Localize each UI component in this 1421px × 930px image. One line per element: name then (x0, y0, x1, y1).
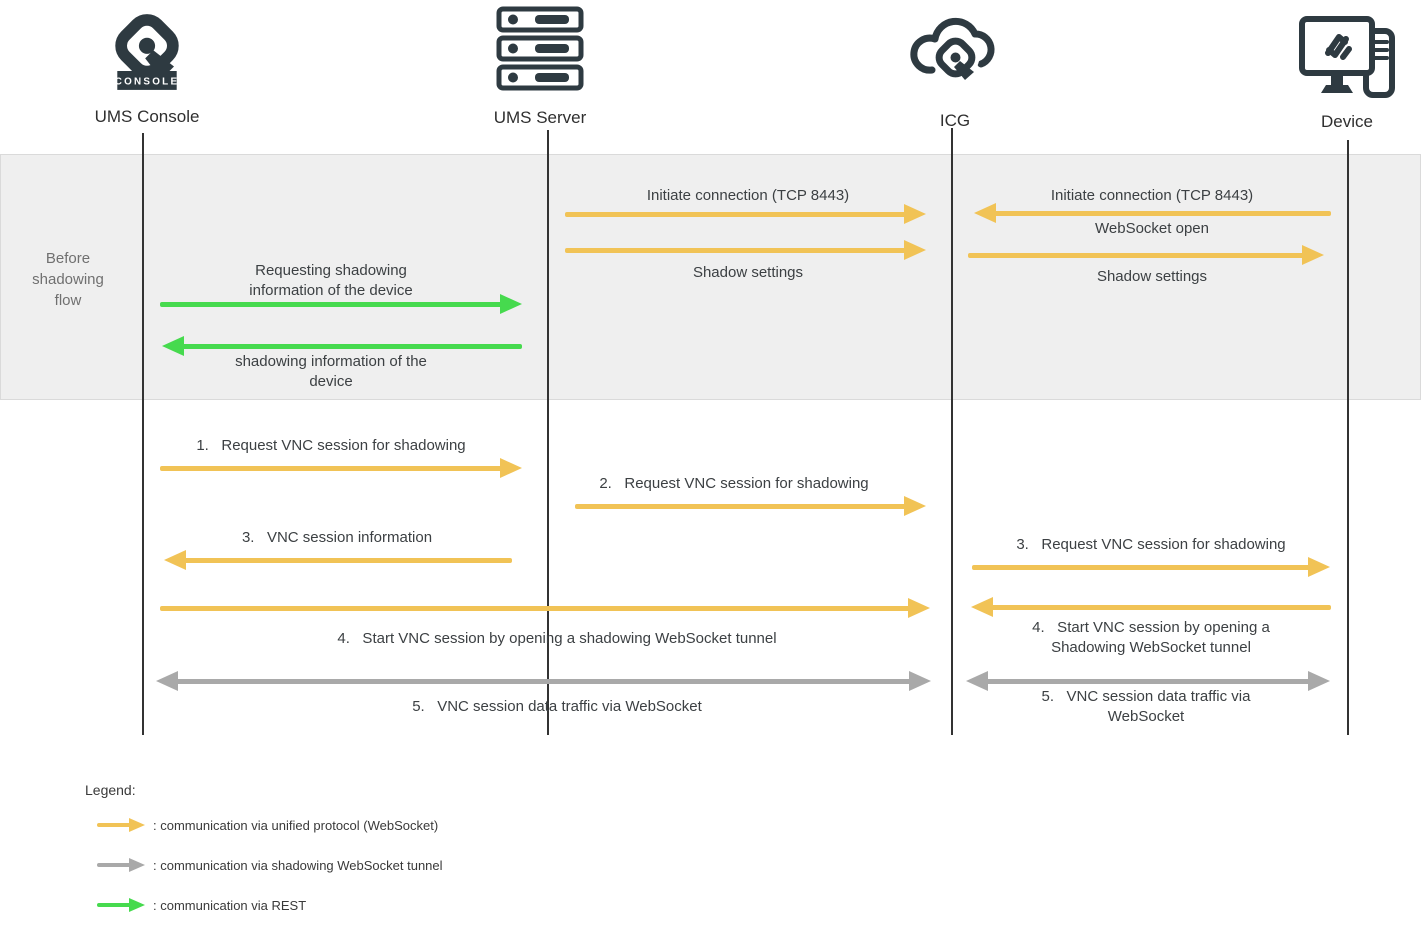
message-label-step-2: 2. Request VNC session for shadowing (599, 475, 869, 492)
message-line (575, 503, 907, 509)
legend-item-label: : communication via REST (153, 897, 307, 913)
actor-ums-server: UMS Server (470, 5, 610, 128)
igel-console-logo-icon: CONSOLE (102, 6, 192, 105)
actor-device: Device (1277, 13, 1417, 132)
arrowhead-right-icon (1308, 671, 1330, 691)
phase-band-label: Before shadowing flow (32, 250, 104, 309)
message-label-step-3-info: 3. VNC session information (241, 529, 433, 546)
message-label-step-5-right: 5. VNC session data traffic via WebSocke… (1041, 688, 1251, 725)
message-label-step-1: 1. Request VNC session for shadowing (196, 437, 466, 454)
message-line (160, 301, 503, 307)
arrowhead-left-icon (974, 203, 996, 223)
message-line (990, 604, 1331, 610)
message-line (565, 247, 907, 253)
arrowhead-right-icon (500, 458, 522, 478)
message-label-device-icg-initiate: Initiate connection (TCP 8443) (1050, 187, 1254, 204)
message-label-icg-device-shadow-settings: Shadow settings (1096, 268, 1208, 285)
arrowhead-right-icon (904, 240, 926, 260)
arrowhead-right-icon (909, 671, 931, 691)
legend-item-label: : communication via unified protocol (We… (153, 817, 439, 833)
message-label-step-5-left: 5. VNC session data traffic via WebSocke… (412, 698, 702, 715)
arrowhead-left-icon (966, 671, 988, 691)
message-line (985, 678, 1311, 684)
arrowhead-right-icon (904, 204, 926, 224)
lifeline-device (1347, 140, 1349, 735)
lifeline-ums-console (142, 133, 144, 735)
message-label-step-3-right: 3. Request VNC session for shadowing (1016, 536, 1286, 553)
arrowhead-left-icon (162, 336, 184, 356)
message-label-server-icg-shadow-settings: Shadow settings (692, 264, 804, 281)
arrowhead-right-icon (908, 598, 930, 618)
message-line (160, 605, 911, 611)
message-line (181, 343, 522, 349)
arrowhead-left-icon (164, 550, 186, 570)
message-line (968, 252, 1305, 258)
lifeline-icg (951, 128, 953, 735)
message-line (565, 211, 907, 217)
svg-text:CONSOLE: CONSOLE (115, 77, 180, 88)
legend-item-unified: : communication via unified protocol (We… (97, 816, 443, 834)
arrowhead-right-icon (1302, 245, 1324, 265)
message-label-req-shadow-info: Requesting shadowing information of the … (249, 262, 413, 299)
actor-ums-console: CONSOLE UMS Console (77, 6, 217, 127)
actor-label-ums-server: UMS Server (493, 108, 587, 127)
actor-icg: ICG (885, 6, 1025, 131)
actor-label-device: Device (1321, 112, 1373, 131)
message-line (972, 564, 1311, 570)
message-line (160, 465, 503, 471)
endpoint-device-icon (1294, 13, 1400, 110)
message-label-websocket-open: WebSocket open (1095, 220, 1209, 237)
actor-label-ums-console: UMS Console (94, 107, 200, 126)
arrowhead-right-icon (500, 294, 522, 314)
before-shadowing-phase-band (0, 154, 1421, 400)
message-line (175, 678, 912, 684)
unified-protocol-arrow-icon (97, 818, 145, 832)
message-line (183, 557, 512, 563)
arrowhead-left-icon (971, 597, 993, 617)
legend-title: Legend: (85, 782, 136, 798)
server-rack-icon (491, 5, 589, 98)
message-label-server-icg-initiate: Initiate connection (TCP 8443) (646, 187, 850, 204)
arrowhead-left-icon (156, 671, 178, 691)
legend-item-tunnel: : communication via shadowing WebSocket … (97, 856, 443, 874)
arrowhead-right-icon (904, 496, 926, 516)
lifeline-ums-server (547, 130, 549, 735)
websocket-tunnel-arrow-icon (97, 858, 145, 872)
legend: Legend: : communication via unified prot… (85, 782, 443, 930)
legend-item-label: : communication via shadowing WebSocket … (153, 857, 443, 873)
message-label-step-4-right: 4. Start VNC session by opening a Shadow… (1032, 619, 1270, 656)
arrowhead-right-icon (1308, 557, 1330, 577)
message-line (993, 210, 1331, 216)
legend-item-rest: : communication via REST (97, 896, 443, 914)
rest-arrow-icon (97, 898, 145, 912)
actor-label-icg: ICG (939, 111, 971, 130)
message-label-step-4-left: 4. Start VNC session by opening a shadow… (337, 630, 777, 647)
igel-cloud-gateway-icon (908, 6, 1002, 103)
message-label-resp-shadow-info: shadowing information of the device (235, 353, 427, 390)
